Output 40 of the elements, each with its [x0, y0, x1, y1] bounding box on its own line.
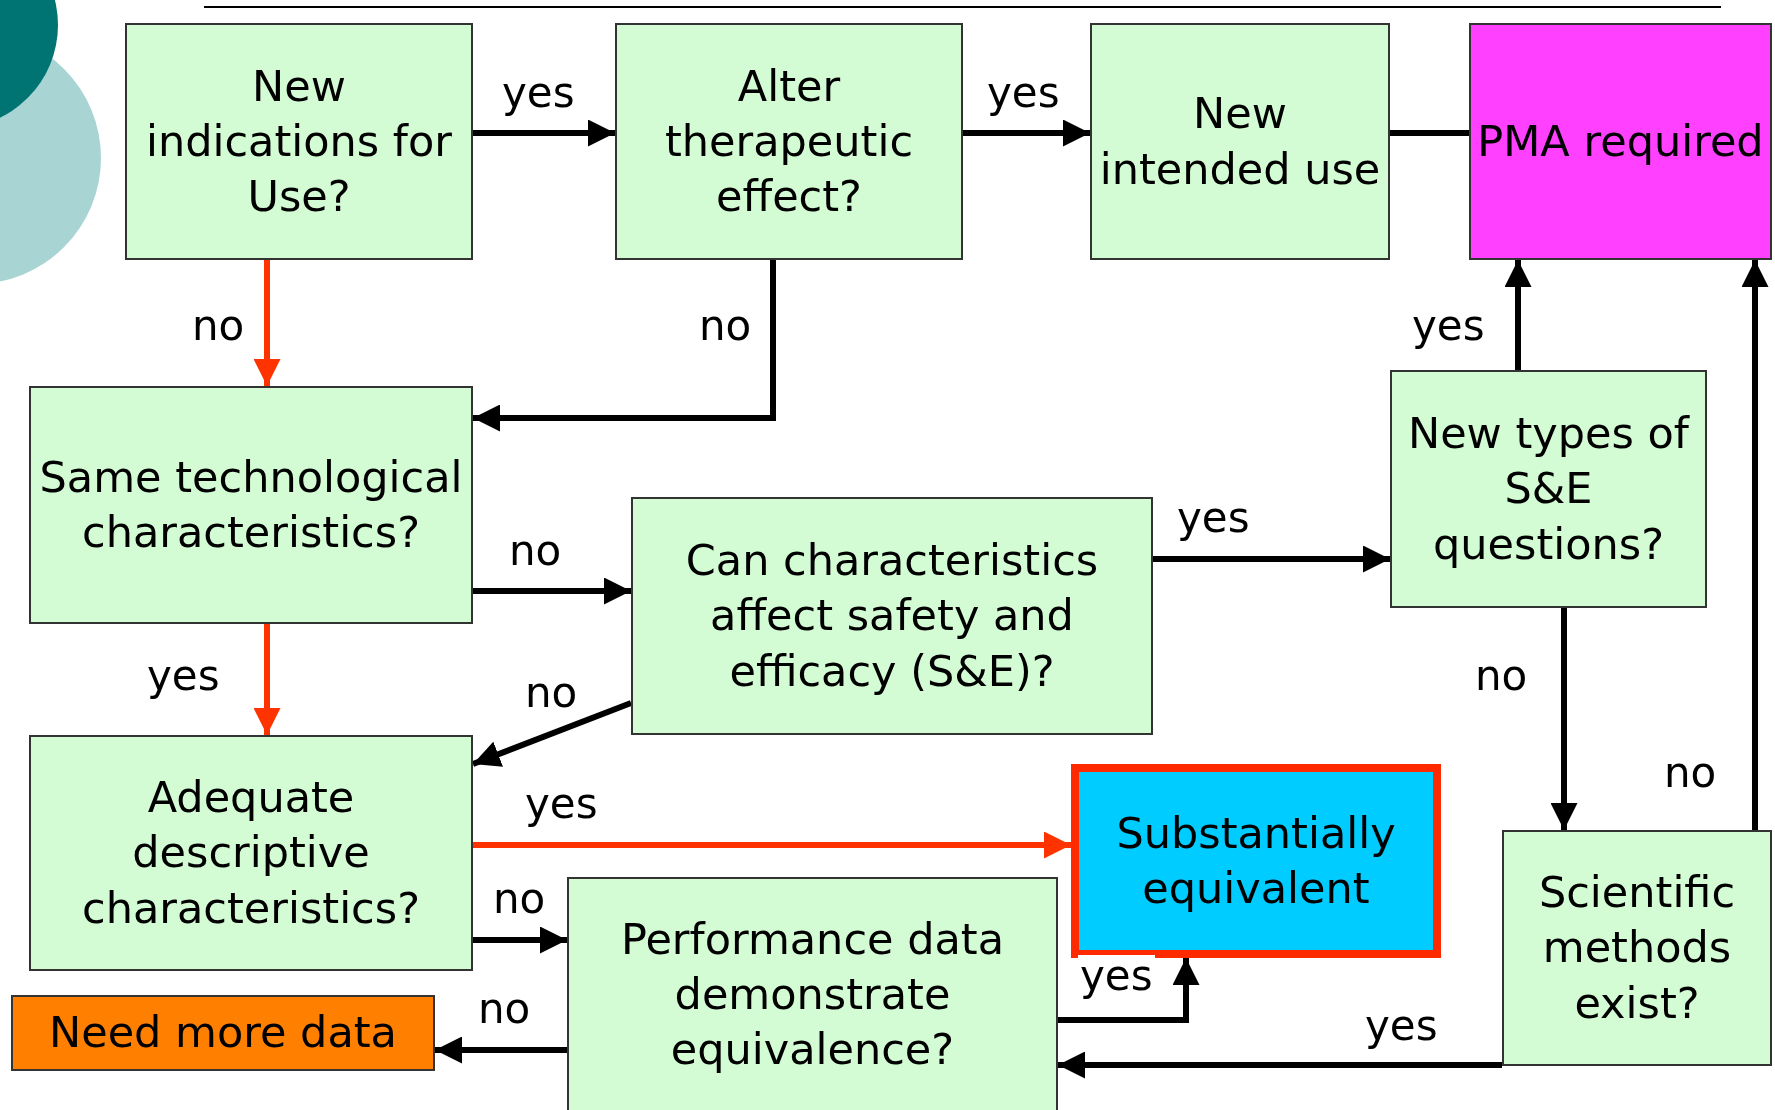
edge-label: yes [1078, 955, 1155, 997]
node-text: Scientific methods exist? [1537, 866, 1737, 1030]
decision-box [29, 735, 473, 971]
node-text: Alter therapeutic effect? [663, 59, 915, 223]
arrow [1504, 260, 1532, 370]
arrow [435, 1036, 567, 1064]
decision-box [567, 877, 1058, 1110]
arrow [1550, 608, 1578, 830]
arrow [473, 577, 631, 605]
arrow [1058, 1051, 1502, 1079]
node-text: Substantially equivalent [1115, 806, 1397, 915]
arrow [253, 260, 281, 386]
node-text: New indications for Use? [145, 59, 453, 223]
decision-box [29, 386, 473, 624]
node-text: Need more data [49, 1006, 397, 1060]
arrow [473, 260, 776, 432]
decision-box [1090, 23, 1390, 260]
node-text: Same technological characteristics? [38, 450, 464, 559]
outcome-box [1071, 764, 1441, 958]
decision-box [615, 23, 963, 260]
arrow [473, 831, 1071, 859]
arrow [473, 926, 567, 954]
node-text: PMA required [1477, 115, 1764, 168]
decision-box [1390, 370, 1707, 608]
node-text: New intended use [1098, 87, 1382, 196]
decision-box [125, 23, 473, 260]
arrow [963, 119, 1090, 147]
decision-box [1502, 830, 1772, 1066]
arrow [1153, 545, 1390, 573]
outcome-box [1469, 23, 1772, 260]
node-text: Can characteristics affect safety and efficacy (S&E)? [684, 534, 1100, 698]
node-text: New types of S&E questions? [1406, 407, 1691, 571]
node-text: Adequate descriptive characteristics? [81, 771, 421, 935]
outcome-box [11, 995, 435, 1071]
node-text: Performance data demonstrate equivalence? [620, 912, 1005, 1076]
decision-box [631, 497, 1153, 735]
arrow [1741, 260, 1769, 830]
arrow [253, 624, 281, 735]
arrow [473, 119, 615, 147]
arrow [1058, 958, 1200, 1023]
